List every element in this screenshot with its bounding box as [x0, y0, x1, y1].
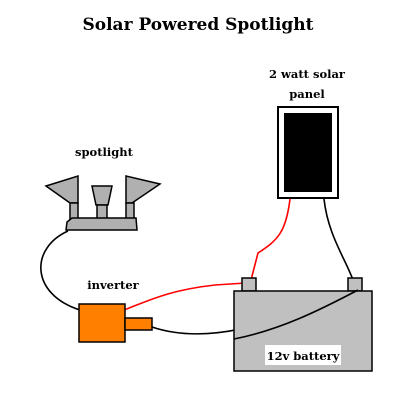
- diagram-title: Solar Powered Spotlight: [82, 15, 313, 35]
- inverter: [78, 303, 153, 343]
- spotlight-lamp-left: [44, 174, 79, 204]
- wire-panel-negative: [323, 198, 354, 281]
- battery: 12v battery: [233, 277, 373, 372]
- solar-panel-cell: [284, 113, 332, 192]
- inverter-body: [78, 303, 126, 343]
- battery-label-box: [265, 345, 341, 365]
- inverter-plug: [124, 317, 153, 331]
- solar-panel-label-line1: 2 watt solar: [269, 67, 346, 81]
- wire-inverter-positive: [123, 282, 247, 311]
- battery-terminal-negative: [347, 277, 363, 292]
- spotlight-neck-right: [125, 202, 135, 220]
- spotlight-base: [65, 217, 138, 231]
- battery-label: 12v battery: [267, 349, 340, 363]
- wire-spotlight-to-inverter: [40, 230, 81, 311]
- solar-panel-label-line2: panel: [289, 87, 325, 101]
- solar-panel: [277, 106, 339, 199]
- wire-over-battery: [233, 289, 359, 340]
- battery-terminal-positive: [241, 277, 257, 292]
- spotlight: [44, 174, 162, 231]
- wire-panel-positive: [250, 198, 291, 281]
- spotlight-neck-left: [69, 202, 79, 220]
- spotlight-neck-center: [96, 204, 108, 220]
- spotlight-label: spotlight: [75, 145, 134, 159]
- inverter-label: inverter: [87, 278, 139, 292]
- spotlight-lamp-center: [91, 185, 113, 206]
- spotlight-lamp-right: [125, 175, 162, 204]
